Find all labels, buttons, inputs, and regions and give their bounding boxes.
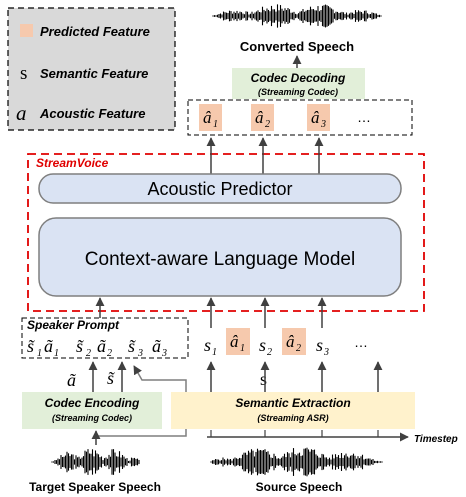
timestep-label: Timestep [414, 434, 458, 445]
target-speaker-waveform [51, 449, 140, 475]
output-token-box [187, 99, 413, 136]
output-token-1-sub: 1 [213, 119, 218, 130]
input-sequence: s 1 â 1 s 2 â 2 s 3 … [204, 328, 368, 358]
input-ellipsis: … [354, 334, 368, 350]
prompt-token-3-sub: 2 [86, 348, 91, 359]
prompt-token-5-base: s̃ [128, 336, 137, 356]
prompt-token-4-sub: 2 [107, 348, 112, 359]
output-token-2-base: â [255, 108, 264, 127]
prompt-token-2-sub: 1 [54, 348, 59, 359]
prompt-token-3-base: s̃ [76, 336, 85, 356]
speaker-prompt-tokens: s̃ 1 ã 1 s̃ 2 ã 2 s̃ 3 ã 3 [27, 336, 167, 359]
input-token-s1-sub: 1 [212, 347, 217, 358]
output-ellipsis: … [357, 109, 371, 125]
codec-decoding-bg [232, 68, 365, 99]
codec-decoding-box: Codec Decoding (Streaming Codec) [232, 68, 365, 99]
prompt-token-4-base: ã [97, 336, 106, 356]
input-token-a1-fill [226, 328, 250, 355]
output-token-1-base: â [203, 108, 212, 127]
prompt-token-1-sub: 1 [37, 348, 42, 359]
semantic-extraction-title: Semantic Extraction [235, 396, 350, 410]
output-token-1: â 1 [199, 104, 222, 131]
language-model-label: Context-aware Language Model [85, 249, 355, 270]
prompt-token-2-base: ã [44, 336, 53, 356]
output-token-2: â 2 [251, 104, 274, 131]
input-token-a1-base: â [230, 332, 239, 351]
legend-predicted-label: Predicted Feature [40, 24, 150, 39]
converted-speech-label: Converted Speech [240, 39, 354, 54]
converted-speech-waveform [212, 4, 382, 28]
prompt-token-5-sub: 3 [137, 348, 143, 359]
semantic-extraction-box [171, 392, 415, 429]
legend-box [7, 7, 176, 131]
legend-acoustic-label: Acoustic Feature [39, 106, 145, 121]
input-token-a2-base: â [286, 332, 295, 351]
legend: Predicted Feature s Semantic Feature a A… [7, 7, 176, 131]
input-token-s3-base: s [316, 335, 323, 355]
streamvoice-label: StreamVoice [36, 156, 109, 170]
input-token-a1-sub: 1 [240, 343, 245, 354]
acoustic-predictor-label: Acoustic Predictor [147, 179, 292, 199]
legend-acoustic-symbol: a [16, 101, 27, 125]
prompt-token-6-sub: 3 [161, 348, 167, 359]
streamvoice-frame [27, 153, 425, 312]
input-token-a2-sub: 2 [296, 343, 301, 354]
acoustic-predictor [38, 173, 402, 204]
prompt-token-6-base: ã [152, 336, 161, 356]
input-token-s2-base: s [259, 335, 266, 355]
codec-encoding-title: Codec Encoding [45, 396, 140, 410]
target-speaker-speech-label: Target Speaker Speech [29, 480, 161, 494]
legend-semantic-symbol: s [20, 63, 27, 84]
codec-out-s-label: s̃ [107, 368, 116, 388]
codec-decoding-subtitle: (Streaming Codec) [258, 87, 338, 97]
codec-encoding-box [22, 392, 162, 429]
output-token-3: â 3 [307, 104, 330, 131]
output-token-2-sub: 2 [265, 119, 270, 130]
codec-encoding-subtitle: (Streaming Codec) [52, 413, 132, 423]
source-speech-waveform [210, 447, 383, 477]
output-token-2-fill [251, 104, 274, 131]
source-speech-label: Source Speech [256, 480, 343, 494]
predicted-swatch [20, 24, 33, 37]
language-model [38, 217, 402, 297]
speaker-prompt-title: Speaker Prompt [27, 318, 120, 332]
codec-out-a-label: ã [67, 370, 76, 390]
legend-semantic-label: Semantic Feature [40, 66, 148, 81]
codec-decoding-title: Codec Decoding [251, 71, 346, 85]
output-token-3-fill [307, 104, 330, 131]
semantic-extraction-subtitle: (Streaming ASR) [257, 413, 328, 423]
output-token-3-sub: 3 [320, 119, 326, 130]
prompt-token-1-base: s̃ [27, 336, 36, 356]
input-token-a2-fill [282, 328, 306, 355]
input-token-s1-base: s [204, 335, 211, 355]
speaker-prompt-box [21, 317, 189, 359]
semantic-out-s-label: s [260, 369, 267, 389]
output-token-3-base: â [311, 108, 320, 127]
input-token-s2-sub: 2 [267, 347, 272, 358]
input-token-s3-sub: 3 [323, 347, 329, 358]
output-token-1-fill [199, 104, 222, 131]
